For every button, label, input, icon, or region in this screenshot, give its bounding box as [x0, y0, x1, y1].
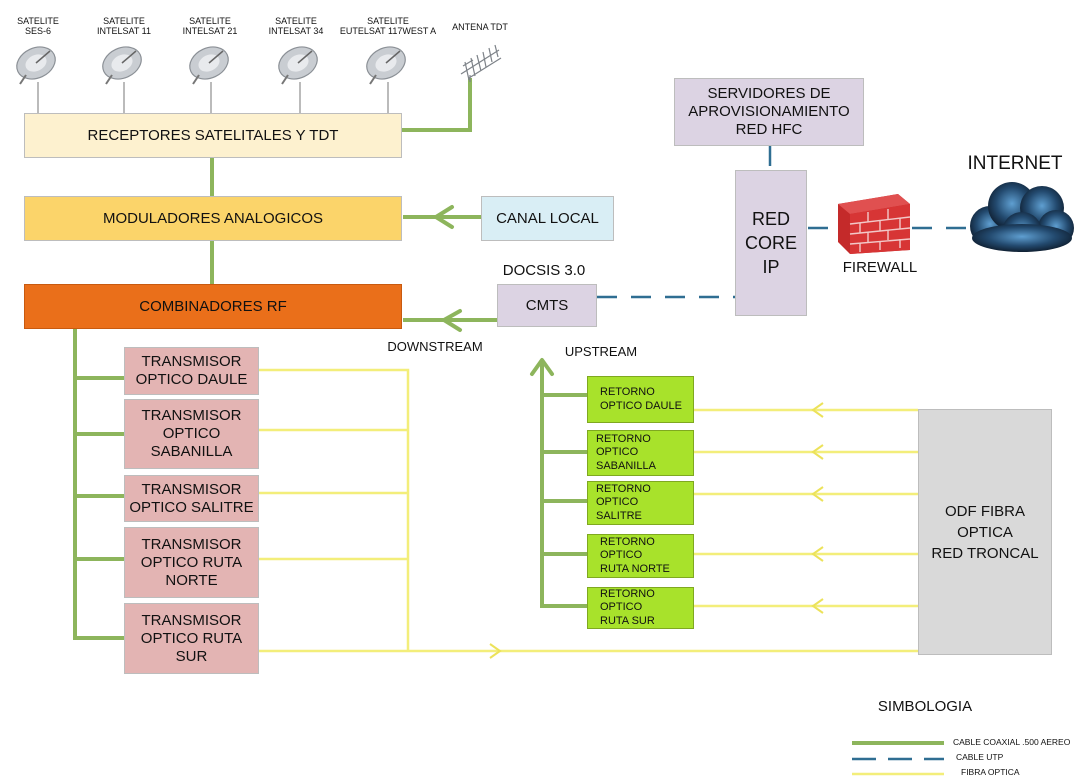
- provisioning-servers-box: SERVIDORES DE APROVISIONAMIENTO RED HFC: [674, 78, 864, 146]
- box-text-line: RETORNO: [600, 386, 655, 399]
- box-text-line: OPTICO RUTA: [140, 629, 243, 647]
- satellite-label-intelsat34: SATELITE INTELSAT 34: [256, 16, 336, 37]
- satellite-dish-icon: [366, 46, 406, 85]
- firewall-icon: [838, 194, 911, 254]
- box-text-line: APROVISIONAMIENTO: [688, 103, 850, 120]
- box-text-line: RUTA SUR: [600, 614, 655, 627]
- firewall-label: FIREWALL: [842, 259, 918, 276]
- box-text-line: TRANSMISOR: [141, 407, 242, 424]
- satellite-label-eutelsat: SATELITE EUTELSAT 117WEST A: [328, 16, 448, 37]
- transmitter-box-sabanilla: TRANSMISOR OPTICO SABANILLA: [124, 399, 259, 469]
- box-text-line: ODF FIBRA: [944, 502, 1025, 520]
- satellite-dish-icon: [278, 46, 318, 85]
- box-text-line: NORTE: [165, 571, 218, 589]
- box-text-line: RETORNO OPTICO: [596, 433, 651, 459]
- box-text-line: OPTICO RUTA: [140, 553, 243, 571]
- tv-antenna-icon: [460, 44, 502, 82]
- box-text-line: OPTICO: [162, 425, 221, 442]
- box-text-line: IP: [762, 257, 780, 278]
- transmitter-box-ruta-norte: TRANSMISOR OPTICO RUTA NORTE: [124, 527, 259, 598]
- cloud-icon: [970, 182, 1074, 252]
- legend-title: SIMBOLOGIA: [877, 698, 973, 715]
- cmts-box: CMTS: [497, 284, 597, 327]
- satellite-label-line: INTELSAT 11: [96, 26, 152, 37]
- box-text-line: OPTICO SALITRE: [129, 498, 254, 516]
- antenna-label: ANTENA TDT: [452, 22, 508, 32]
- satellite-label-line: SATELITE: [17, 16, 59, 26]
- return-box-daule: RETORNO OPTICO DAULE: [587, 376, 694, 423]
- combiners-box: COMBINADORES RF: [24, 284, 402, 329]
- box-text-line: RED TRONCAL: [931, 544, 1039, 562]
- satellite-label-ses6: SATELITE SES-6: [0, 16, 76, 37]
- box-text-line: RETORNO OPTICO: [596, 483, 651, 509]
- box-text-line: RETORNO OPTICO: [600, 588, 655, 614]
- transmitter-box-ruta-sur: TRANSMISOR OPTICO RUTA SUR: [124, 603, 259, 674]
- box-text-line: TRANSMISOR: [141, 535, 242, 553]
- satellite-dish-icon: [189, 46, 229, 85]
- transmitter-box-daule: TRANSMISOR OPTICO DAULE: [124, 347, 259, 395]
- box-text-line: SUR: [175, 647, 208, 665]
- satellite-label-line: INTELSAT 21: [182, 26, 238, 37]
- box-text-line: SERVIDORES DE: [707, 85, 831, 102]
- box-text-line: RETORNO OPTICO: [600, 536, 655, 562]
- satellite-label-line: SATELITE: [189, 16, 231, 26]
- box-text-line: RUTA NORTE: [600, 562, 670, 575]
- satellite-dish-icon: [16, 46, 56, 85]
- transmitter-box-salitre: TRANSMISOR OPTICO SALITRE: [124, 475, 259, 522]
- satellite-label-line: INTELSAT 34: [268, 26, 324, 37]
- local-channel-box: CANAL LOCAL: [481, 196, 614, 241]
- legend-utp-label: CABLE UTP: [956, 752, 1004, 762]
- satellite-label-line: SATELITE: [367, 16, 409, 26]
- satellite-label-intelsat21: SATELITE INTELSAT 21: [170, 16, 250, 37]
- odf-box: ODF FIBRA OPTICA RED TRONCAL: [918, 409, 1052, 655]
- core-ip-box: RED CORE IP: [735, 170, 807, 316]
- box-text-line: OPTICO DAULE: [135, 371, 248, 388]
- box-text-line: OPTICA: [957, 523, 1013, 541]
- satellite-label-line: SES-6: [24, 26, 51, 37]
- satellite-label-line: EUTELSAT 117WEST A: [339, 26, 437, 37]
- docsis-label: DOCSIS 3.0: [502, 262, 586, 279]
- box-text-line: SALITRE: [596, 509, 642, 522]
- downstream-label: DOWNSTREAM: [387, 339, 483, 354]
- return-box-ruta-norte: RETORNO OPTICO RUTA NORTE: [587, 534, 694, 578]
- receivers-box: RECEPTORES SATELITALES Y TDT: [24, 113, 402, 158]
- box-text-line: TRANSMISOR: [141, 353, 242, 370]
- satellite-label-intelsat11: SATELITE INTELSAT 11: [84, 16, 164, 37]
- satellite-label-line: SATELITE: [103, 16, 145, 26]
- box-text-line: RED HFC: [735, 121, 803, 138]
- box-text-line: SABANILLA: [150, 443, 233, 460]
- box-text-line: OPTICO DAULE: [600, 399, 682, 412]
- satellite-label-line: SATELITE: [275, 16, 317, 26]
- legend-coax-label: CABLE COAXIAL .500 AEREO: [953, 737, 1071, 747]
- box-text-line: TRANSMISOR: [141, 611, 242, 629]
- box-text-line: TRANSMISOR: [141, 480, 242, 498]
- internet-label: INTERNET: [967, 153, 1063, 174]
- box-text-line: SABANILLA: [596, 459, 656, 472]
- legend-fiber-label: FIBRA OPTICA: [961, 767, 1020, 777]
- return-box-ruta-sur: RETORNO OPTICO RUTA SUR: [587, 587, 694, 629]
- upstream-label: UPSTREAM: [564, 344, 638, 359]
- modulators-box: MODULADORES ANALOGICOS: [24, 196, 402, 241]
- return-box-salitre: RETORNO OPTICO SALITRE: [587, 481, 694, 525]
- satellite-dish-icon: [102, 46, 142, 85]
- box-text-line: RED: [751, 208, 790, 229]
- box-text-line: CORE: [744, 232, 797, 253]
- return-box-sabanilla: RETORNO OPTICO SABANILLA: [587, 430, 694, 476]
